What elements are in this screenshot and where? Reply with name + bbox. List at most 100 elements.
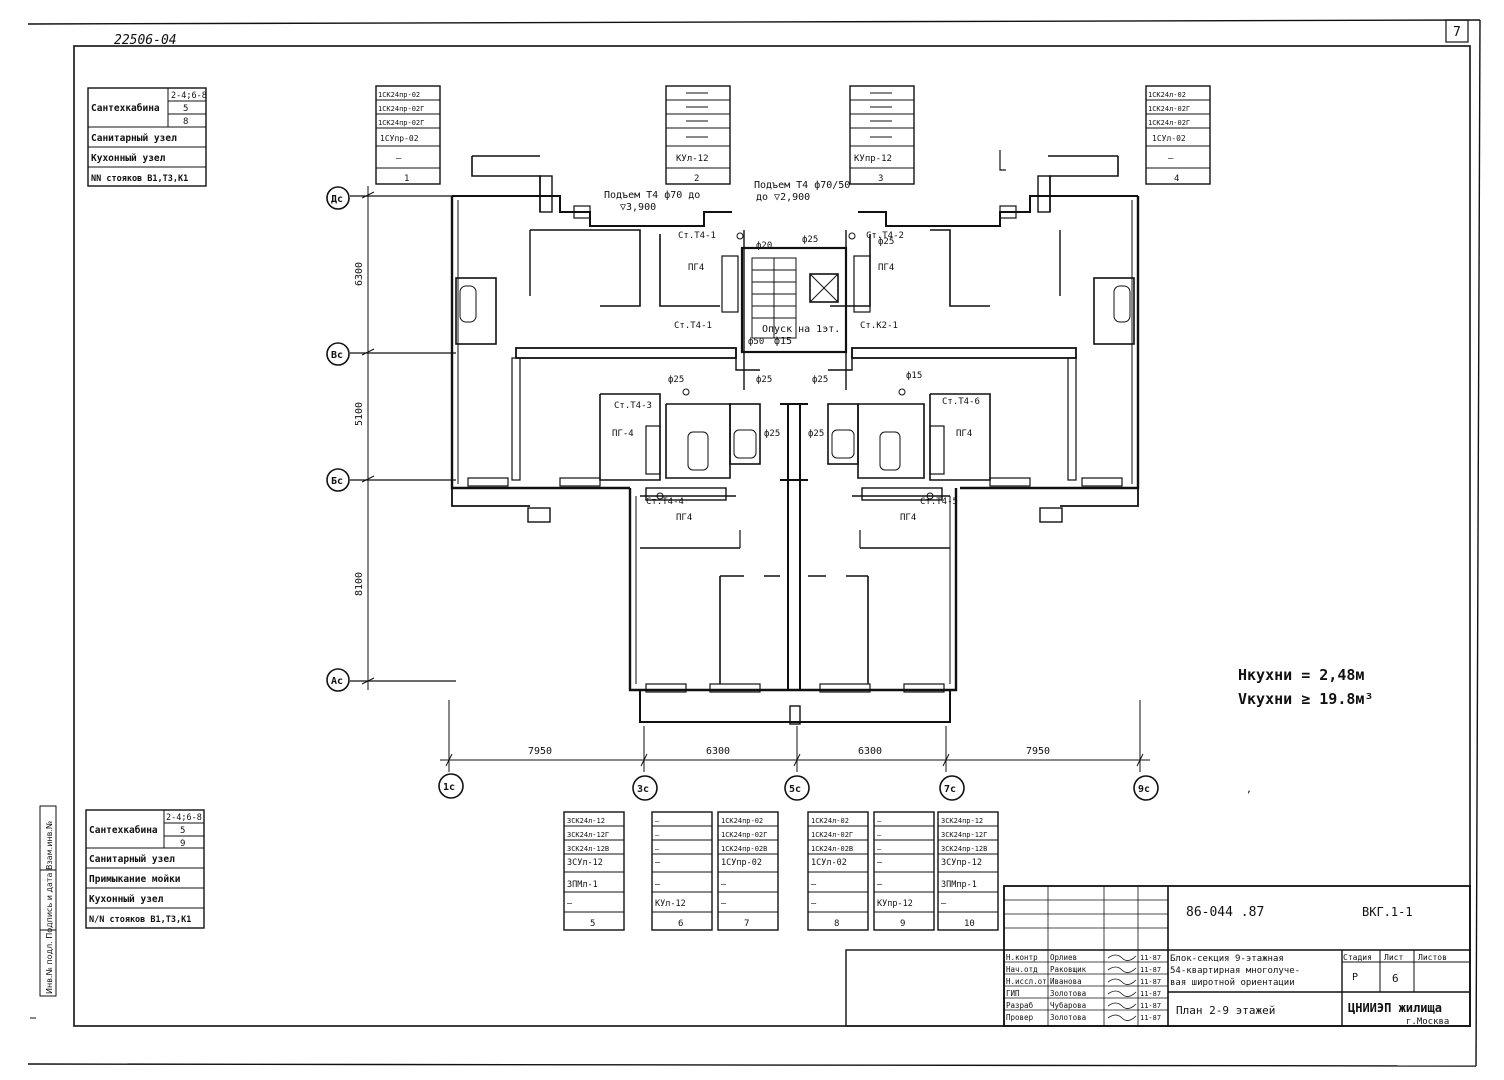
bottom-legend-value-0: 2-4;6-8 <box>166 813 202 823</box>
stage-header: Стадия <box>1343 953 1372 962</box>
row-axis-3: Ас <box>331 676 343 687</box>
schedule-frame <box>807 811 869 931</box>
bottom-legend: Сантехкабина 2-4;6-8 5 9 Санитарный узел… <box>85 809 205 929</box>
inventory-number: 22506-04 <box>114 33 177 48</box>
bottom-legend-value-2: 9 <box>180 839 185 849</box>
top-legend-value-0: 2-4;6-8 <box>171 91 207 101</box>
row-axis-labels: Дс Вс Бс Ас <box>326 186 350 692</box>
top-legend-value-1: 5 <box>183 104 188 114</box>
bottom-schedule-6-cell-3: — <box>655 858 661 868</box>
col-axis-3: 7с <box>944 784 956 795</box>
room-5: ПГ4 <box>900 513 916 523</box>
staff-role-1: Нач.отд <box>1006 965 1038 974</box>
top-schedule-3: КУпр-12 3 <box>849 85 915 185</box>
bottom-schedule-9-cell-0: — <box>877 817 882 825</box>
sheets-header: Листов <box>1418 953 1447 962</box>
staff-name-0: Орлиев <box>1050 953 1077 962</box>
bottom-schedule-10-cell-5: — <box>941 899 947 909</box>
top-schedule-4-cell-0: 1СК24л-02 <box>1148 91 1186 99</box>
top-legend-label-0: Сантехкабина <box>91 103 160 114</box>
bottom-schedule-7-cell-5: — <box>721 899 727 909</box>
riser-up-left-level: ▽3,900 <box>620 202 656 213</box>
bottom-schedule-5: 3СК24л-123СК24л-12Г3СК24л-12В3СУл-123ПМл… <box>563 811 625 931</box>
top-schedule-4-cell-4: — <box>1168 154 1174 164</box>
title-block <box>845 885 1471 1027</box>
bottom-schedule-9-cell-2: — <box>877 845 882 853</box>
staff-date-2: 11-87 <box>1140 978 1161 986</box>
dia-3: ф25 <box>764 429 780 439</box>
riser-label-t4-6: Ст.Т4-6 <box>942 397 980 407</box>
sheet-code: ВКГ.1-1 <box>1362 905 1413 919</box>
row-dim-2: 8100 <box>354 572 365 596</box>
staff-date-4: 11-87 <box>1140 1002 1161 1010</box>
riser-down: Опуск на 1эт. <box>762 324 840 335</box>
bottom-schedule-10-cell-3: 3СУпр-12 <box>941 858 982 868</box>
row-axis-2: Бс <box>331 476 343 487</box>
staff-date-5: 11-87 <box>1140 1014 1161 1022</box>
bottom-legend-value-1: 5 <box>180 826 185 836</box>
bottom-schedule-6-cell-2: — <box>655 845 660 853</box>
bottom-schedule-8-cell-3: 1СУл-02 <box>811 858 847 868</box>
col-dim-2: 6300 <box>858 746 882 757</box>
bottom-schedule-5-cell-1: 3СК24л-12Г <box>567 831 609 839</box>
bottom-schedule-8-cell-4: — <box>811 880 817 890</box>
staff-role-5: Провер <box>1006 1013 1034 1022</box>
bottom-legend-label-1: Санитарный узел <box>89 854 175 865</box>
row-dim-0: 6300 <box>354 262 365 286</box>
bottom-schedule-7-cell-1: 1СК24пр-02Г <box>721 831 767 839</box>
organization-name: ЦНИИЭП жилища <box>1348 1001 1442 1015</box>
side-stamp-text: Инв.№ подл. Подпись и дата Взам.инв.№ <box>45 820 54 994</box>
bottom-schedule-7-cell-3: 1СУпр-02 <box>721 858 762 868</box>
signature-mark <box>1107 1014 1137 1021</box>
dia-1: ф25 <box>802 235 818 245</box>
schedule-frame <box>937 811 999 931</box>
top-schedule-4-cell-2: 1СК24л-02Г <box>1148 119 1190 127</box>
bottom-schedule-7-cell-0: 1СК24пр-02 <box>721 817 763 825</box>
dia-6: ф25 <box>756 375 772 385</box>
staff-role-3: ГИП <box>1006 989 1020 998</box>
dia-9: ф25 <box>878 237 894 247</box>
top-legend-label-3: NN стояков В1,Т3,К1 <box>91 174 188 184</box>
bottom-schedule-8-cell-0: 1СК24л-02 <box>811 817 849 825</box>
bottom-schedule-10-cell-2: 3СК24пр-12В <box>941 845 987 853</box>
top-schedule-1-cell-3: 1СУпр-02 <box>380 134 419 143</box>
project-code: 86-044 .87 <box>1186 905 1264 920</box>
staff-date-3: 11-87 <box>1140 990 1161 998</box>
bottom-schedule-9-cell-1: — <box>877 831 882 839</box>
top-schedule-3-id: 3 <box>878 174 883 184</box>
riser-label-t4-5: Ст.Т4-5 <box>920 497 958 507</box>
schedule-frame <box>873 811 935 931</box>
project-line-2: 54-квартирная многолуче- <box>1170 966 1300 976</box>
signature-mark <box>1107 1002 1137 1009</box>
riser-down-dia: ф15 <box>774 335 792 347</box>
project-line-1: Блок-секция 9-этажная <box>1170 954 1284 964</box>
kitchen-height-note: Hкухни = 2,48м <box>1238 666 1364 684</box>
col-axis-1: 3с <box>637 784 649 795</box>
staff-name-2: Иванова <box>1050 977 1082 986</box>
bottom-schedule-9-cell-4: — <box>877 880 883 890</box>
signature-mark <box>1107 954 1137 961</box>
staff-date-0: 11-87 <box>1140 954 1161 962</box>
bottom-schedule-5-id: 5 <box>590 919 595 929</box>
top-schedule-1-id: 1 <box>404 174 409 184</box>
staff-name-5: Золотова <box>1050 1013 1086 1022</box>
bottom-schedule-8-cell-1: 1СК24л-02Г <box>811 831 853 839</box>
row-dim-1: 5100 <box>354 402 365 426</box>
bottom-schedule-9-cell-3: — <box>877 858 883 868</box>
bottom-schedule-6-cell-0: — <box>655 817 660 825</box>
sheet-number: 7 <box>1453 25 1461 40</box>
top-schedule-4: 1СК24л-02 1СК24л-02Г 1СК24л-02Г 1СУл-02 … <box>1145 85 1211 185</box>
bottom-schedule-8-cell-5: — <box>811 899 817 909</box>
staff-role-0: Н.контр <box>1006 953 1038 962</box>
stray-mark: , <box>1246 784 1252 795</box>
side-stamp: Инв.№ подл. Подпись и дата Взам.инв.№ <box>39 805 57 997</box>
kitchen-volume-note: Vкухни ≥ 19.8м³ <box>1238 690 1373 708</box>
signature-mark <box>1107 978 1137 985</box>
bottom-schedule-5-cell-4: 3ПМл-1 <box>567 880 598 890</box>
dia-7: ф25 <box>812 375 828 385</box>
top-schedule-4-id: 4 <box>1174 174 1179 184</box>
col-axis-2: 5с <box>789 784 801 795</box>
